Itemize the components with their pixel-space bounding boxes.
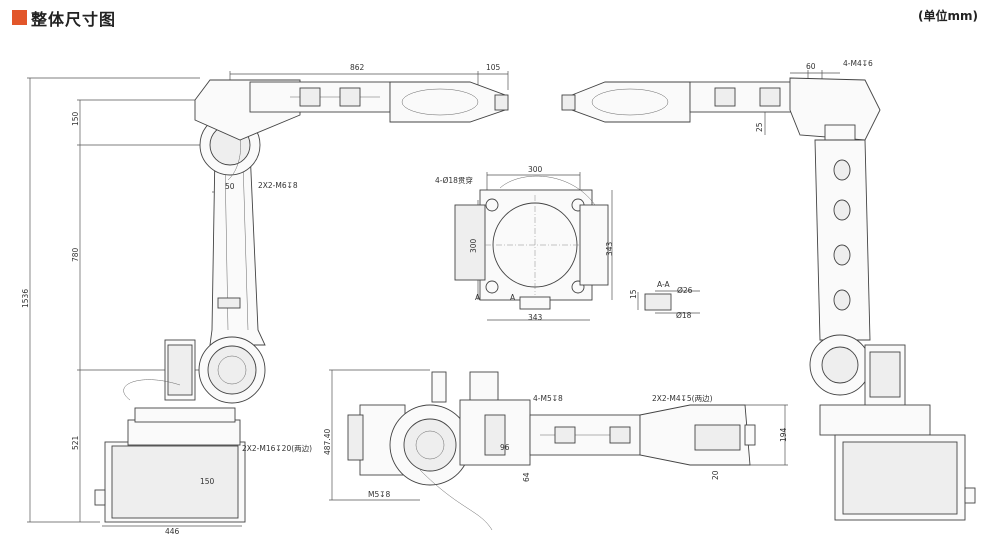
right-view (561, 70, 976, 521)
callout-m5-top: 4-M5↧8 (533, 394, 563, 403)
dim-300-left: 300 (469, 238, 478, 253)
callout-m16: 2X2-M16↧20(两边) (242, 444, 312, 453)
dim-15: 15 (629, 289, 638, 299)
dim-64: 64 (522, 472, 531, 482)
dim-25: 25 (755, 122, 764, 132)
dim-phi26: Ø26 (677, 286, 693, 295)
callout-m6: 2X2-M6↧8 (258, 181, 298, 190)
dim-105: 105 (486, 63, 501, 72)
callout-m5-bottom: M5↧8 (368, 490, 391, 499)
dim-150: 150 (71, 111, 80, 126)
dim-487: 487.40 (323, 429, 332, 455)
dim-50: 50 (225, 182, 235, 191)
unit-note: (单位mm) (918, 9, 978, 23)
section-aa (637, 290, 700, 314)
dim-300-top: 300 (528, 165, 543, 174)
dim-343-bottom: 343 (528, 313, 543, 322)
dim-60: 60 (806, 62, 816, 71)
dim-862: 862 (350, 63, 365, 72)
callout-18hole: 4-Ø18贯穿 (435, 175, 473, 185)
dim-194: 194 (779, 427, 788, 442)
section-title-aa: A-A (657, 280, 671, 289)
dim-446: 446 (165, 527, 180, 536)
top-base-view (454, 172, 613, 321)
dim-96: 96 (500, 443, 510, 452)
dim-phi18: Ø18 (676, 311, 692, 320)
dim-521: 521 (71, 435, 80, 450)
top-arm-view (329, 369, 788, 531)
dim-343-right: 343 (605, 241, 614, 256)
left-view (27, 71, 509, 527)
dim-780: 780 (71, 247, 80, 262)
callout-m4-side: 2X2-M4↧5(两边) (652, 394, 713, 403)
dim-20: 20 (711, 470, 720, 480)
page-title: 整体尺寸图 (31, 10, 117, 29)
callout-m4-top: 4-M4↧6 (843, 59, 873, 68)
title-marker (12, 10, 27, 25)
dim-1536: 1536 (21, 289, 30, 308)
section-mark-a2: A (510, 293, 516, 302)
dim-150-base: 150 (200, 477, 215, 486)
section-mark-a1: A (475, 293, 481, 302)
header: 整体尺寸图 (单位mm) (0, 0, 1000, 32)
